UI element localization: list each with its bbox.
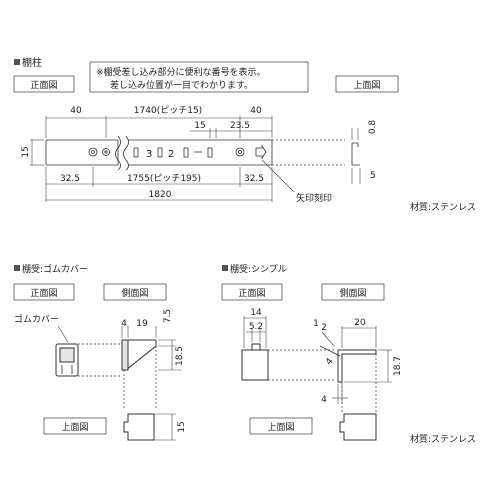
marking-3: 3	[146, 149, 152, 160]
simple-dim-14: 14	[250, 308, 262, 318]
simple-dim-4: 4	[321, 395, 327, 405]
dim-32-5-right: 32.5	[244, 174, 264, 184]
rubber-dim-15: 15	[177, 421, 187, 432]
dim-15-small: 15	[194, 121, 205, 131]
simple-dim-18-7: 18.7	[393, 356, 403, 376]
simple-dim-2: 2	[321, 323, 327, 333]
simple-bracket-front: 14 5.2	[241, 308, 336, 381]
rubber-front-view-label-box	[13, 283, 75, 301]
simple-top-view-label: 上面図	[267, 422, 294, 433]
simple-top-view-label-box	[249, 417, 313, 435]
simple-front-view-label-box	[221, 283, 283, 301]
rubber-dim-4: 4	[121, 319, 127, 329]
rubber-dim-18-5: 18.5	[175, 346, 185, 366]
dim-right-40: 40	[250, 106, 262, 116]
simple-dim-20: 20	[354, 318, 366, 328]
post-top-view-profile: 0.8 5	[351, 120, 378, 184]
dim-pitch-15: 1740(ピッチ15)	[134, 105, 202, 116]
rubber-top-view-label: 上面図	[61, 422, 88, 433]
note-line-1: ※棚受差し込み部分に便利な番号を表示。	[96, 66, 266, 78]
post-top-view-label: 上面図	[353, 80, 380, 91]
post-front-view-label-box	[13, 75, 75, 93]
post-section-title: 棚柱	[22, 56, 42, 69]
simple-dim-4-angle: 4	[324, 356, 336, 367]
rubber-front-view-label: 正面図	[30, 288, 57, 299]
rubber-dim-19: 19	[136, 319, 148, 329]
post-body: 3 2	[45, 135, 345, 171]
rubber-dim-7-5: 7.5	[163, 309, 173, 323]
simple-front-view-label: 正面図	[238, 288, 265, 299]
mount-hole-icon	[88, 147, 98, 157]
marking-2: 2	[168, 149, 174, 160]
simple-bracket-top	[339, 413, 377, 441]
rubber-section-title: 棚受:ゴムカバー	[22, 263, 88, 275]
dim-height-15: 15	[21, 146, 31, 157]
simple-side-view-label-box	[321, 283, 385, 301]
rubber-side-view-label: 側面図	[121, 287, 148, 299]
note-line-2: 差し込み位置が一目でわかります。	[110, 79, 253, 91]
dim-pitch-195: 1755(ピッチ195)	[127, 173, 201, 184]
arrow-engraving-label: 矢印刻印	[296, 192, 332, 204]
dim-5: 5	[370, 171, 376, 181]
simple-bracket-section: 棚受:シンプル 正面図 側面図 14 5.2 1 2	[221, 263, 476, 445]
simple-side-view-label: 側面図	[339, 287, 366, 299]
dim-total-1820: 1820	[149, 190, 172, 200]
rubber-top-view-label-box	[43, 417, 107, 435]
material-label-2: 材質:ステンレス	[410, 433, 476, 445]
dim-32-5-left: 32.5	[60, 174, 80, 184]
dim-0-8: 0.8	[368, 120, 378, 135]
mount-hole-icon	[235, 147, 245, 157]
material-label-1: 材質:ステンレス	[410, 201, 476, 213]
dim-23-5: 23.5	[230, 121, 250, 131]
section-marker-icon	[14, 59, 20, 65]
dim-left-40: 40	[70, 106, 82, 116]
mount-hole-icon	[102, 148, 110, 156]
post-top-view-label-box	[335, 75, 399, 93]
post-section: 棚柱 ※棚受差し込み部分に便利な番号を表示。 差し込み位置が一目でわかります。 …	[13, 56, 476, 213]
simple-dim-5-2: 5.2	[249, 322, 263, 332]
section-marker-icon	[222, 265, 228, 271]
simple-bracket-side: 1 2 20 4 18.7 4	[313, 318, 403, 414]
rubber-bracket-top: 15	[123, 413, 187, 441]
rubber-bracket-section: 棚受:ゴムカバー 正面図 側面図 ゴムカバー 4 19	[13, 263, 187, 441]
simple-section-title: 棚受:シンプル	[230, 263, 287, 275]
rubber-cover-label: ゴムカバー	[14, 313, 59, 325]
post-front-view-label: 正面図	[30, 80, 57, 91]
note-box	[89, 61, 309, 93]
simple-dim-1: 1	[313, 319, 319, 329]
section-marker-icon	[14, 265, 20, 271]
rubber-bracket-side: 4 19 7.5 18.5	[121, 309, 185, 408]
rubber-side-view-label-box	[103, 283, 167, 301]
arrow-engraving-icon	[255, 144, 267, 160]
rubber-bracket-front	[55, 343, 120, 377]
